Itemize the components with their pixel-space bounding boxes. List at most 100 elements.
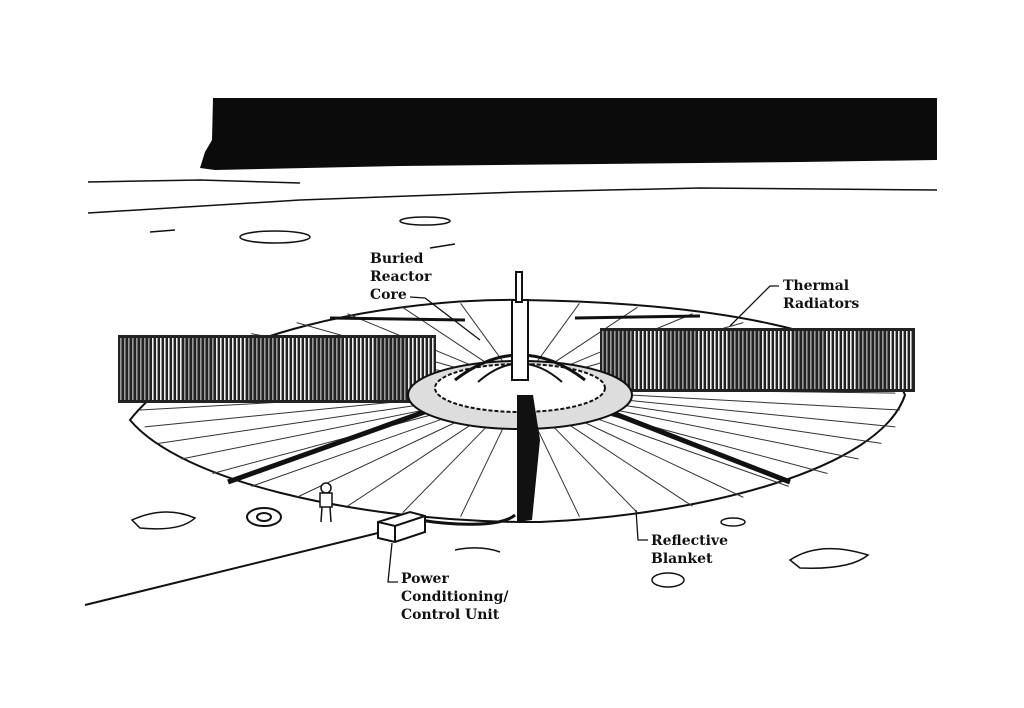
radiator-fin — [144, 338, 146, 400]
radiator-fin — [842, 331, 844, 389]
radiator-fin — [618, 331, 620, 389]
radiator-fin — [188, 338, 190, 400]
radiator-fin — [798, 331, 800, 389]
blanket-ray — [617, 409, 859, 460]
radiator-fin — [364, 338, 366, 400]
radiator-fin — [670, 331, 672, 389]
radiator-fin — [216, 338, 218, 400]
radiator-fin — [312, 338, 314, 400]
radiator-fin — [272, 338, 274, 400]
label-line: Power — [401, 571, 449, 587]
radiator-fin — [706, 331, 708, 389]
radiator-fin — [722, 331, 724, 389]
power-cable — [84, 513, 516, 606]
radiator-fin — [826, 331, 828, 389]
radiator-fin — [762, 331, 764, 389]
radiator-fin — [810, 331, 812, 389]
radiator-fin — [794, 331, 796, 389]
label-power-conditioning-control-unit: Power Conditioning/ Control Unit — [401, 570, 508, 624]
radiator-fin — [212, 338, 214, 400]
radiator-fin — [622, 331, 624, 389]
blanket-ray — [628, 399, 896, 428]
radiator-fin — [790, 331, 792, 389]
radiator-fin — [148, 338, 150, 400]
radiator-fin — [236, 338, 238, 400]
radiator-fin — [420, 338, 422, 400]
radiator-fin — [822, 331, 824, 389]
radiator-fin — [674, 331, 676, 389]
radiator-fin — [702, 331, 704, 389]
radiator-fin — [770, 331, 772, 389]
radiator-fin — [854, 331, 856, 389]
radiator-fin — [252, 338, 254, 400]
radiator-fin — [610, 331, 612, 389]
radiator-fin — [630, 331, 632, 389]
label-line: Reflective — [651, 533, 728, 549]
radiator-fin — [694, 331, 696, 389]
support-trusses — [227, 314, 791, 485]
radiator-fin — [192, 338, 194, 400]
radiator-fin — [412, 338, 414, 400]
horizon-lines — [87, 179, 938, 249]
cable-reel — [246, 507, 282, 527]
label-line: Blanket — [651, 551, 713, 567]
blanket-ray — [536, 303, 580, 362]
blanket-ray — [569, 424, 693, 507]
radiator-fin — [686, 331, 688, 389]
radiator-fin — [200, 338, 202, 400]
radiator-fin — [710, 331, 712, 389]
label-line: Core — [370, 287, 407, 303]
astronaut — [319, 482, 333, 523]
radiator-fin — [368, 338, 370, 400]
label-line: Buried — [370, 251, 424, 267]
blanket-ray — [347, 424, 471, 507]
radiator-fin — [132, 338, 134, 400]
blanket-ray — [460, 428, 504, 517]
radiator-fin — [758, 331, 760, 389]
radiator-fin — [256, 338, 258, 400]
radiator-fin — [324, 338, 326, 400]
label-buried-reactor-core: Buried Reactor Core — [370, 250, 431, 304]
radiator-fin — [846, 331, 848, 389]
radiator-fin — [834, 331, 836, 389]
blanket-ray — [597, 418, 789, 487]
blanket-ray — [402, 306, 487, 364]
radiator-fin — [232, 338, 234, 400]
label-line: Reactor — [370, 269, 432, 285]
radiator-fin — [890, 331, 892, 389]
radiator-fin — [228, 338, 230, 400]
radiator-fin — [428, 338, 430, 400]
radiator-fin — [128, 338, 130, 400]
label-line: Control Unit — [401, 607, 500, 623]
blanket-ray — [181, 409, 423, 460]
radiator-fin — [164, 338, 166, 400]
radiator-fin — [870, 331, 872, 389]
radiator-fin — [886, 331, 888, 389]
radiator-fin — [280, 338, 282, 400]
reactor-column — [511, 271, 540, 522]
radiator-fin — [718, 331, 720, 389]
radiator-fin — [742, 331, 744, 389]
radiator-fin — [838, 331, 840, 389]
radiator-fin — [642, 331, 644, 389]
radiator-fin — [332, 338, 334, 400]
radiator-fin — [296, 338, 298, 400]
radiator-fin — [136, 338, 138, 400]
radiator-fin — [602, 331, 604, 389]
radiator-fin — [308, 338, 310, 400]
radiator-fin — [646, 331, 648, 389]
radiator-fin — [340, 338, 342, 400]
radiator-fin — [738, 331, 740, 389]
surface-craters — [130, 511, 870, 588]
blanket-ray — [584, 422, 744, 498]
label-thermal-radiators: Thermal Radiators — [783, 277, 859, 313]
radiator-fin — [730, 331, 732, 389]
radiator-fin — [396, 338, 398, 400]
radiator-fin — [376, 338, 378, 400]
leader-lines — [387, 285, 779, 583]
blanket-ray — [629, 394, 901, 411]
radiator-fin — [638, 331, 640, 389]
radiator-fin — [316, 338, 318, 400]
radiator-fin — [606, 331, 608, 389]
radiator-fin — [180, 338, 182, 400]
